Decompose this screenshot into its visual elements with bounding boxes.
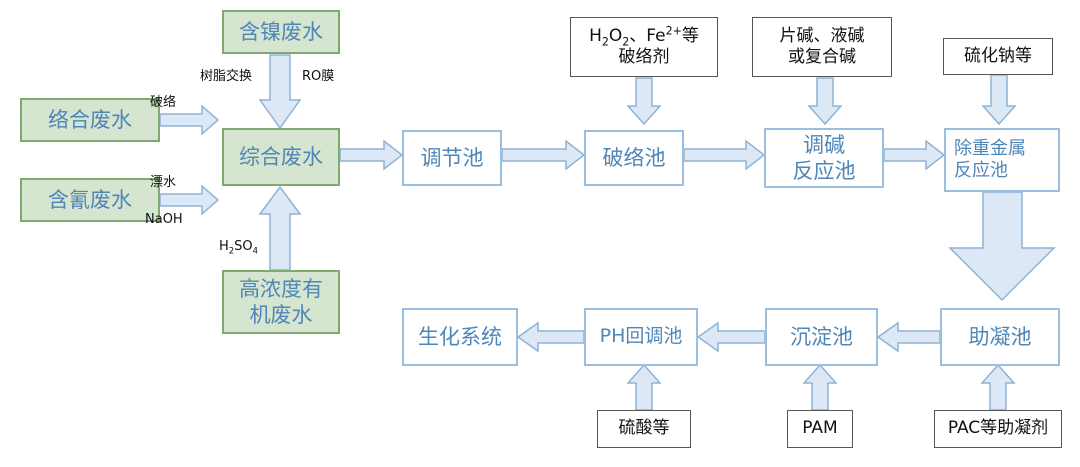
h2so4-label: H2SO4 bbox=[219, 239, 259, 256]
complex-wastewater-label: 络合废水 bbox=[48, 107, 132, 132]
pac-label: PAC等助凝剂 bbox=[947, 418, 1049, 439]
complex-break-label: 破络 bbox=[150, 95, 177, 110]
pam-label: PAM bbox=[802, 418, 838, 439]
arrow-break-agent-down bbox=[626, 77, 662, 126]
arrow-combined-to-regulation bbox=[339, 139, 404, 171]
alkali-reaction-tank-box: 调碱 反应池 bbox=[764, 128, 884, 188]
ph-adjust-tank-label: PH回调池 bbox=[599, 325, 683, 348]
nickel-wastewater-label: 含镍废水 bbox=[239, 19, 323, 44]
arrow-pac-up bbox=[980, 363, 1016, 411]
heavy-metal-line2: 反应池 bbox=[954, 160, 1008, 181]
arrow-cyanide-to-combined bbox=[159, 184, 220, 216]
resin-exchange-label: 树脂交换 bbox=[200, 69, 253, 84]
combined-wastewater-label: 综合废水 bbox=[239, 144, 323, 169]
arrow-complex-to-combined bbox=[159, 104, 220, 136]
arrow-acid-up bbox=[626, 363, 662, 411]
arrow-alkali-to-heavy bbox=[883, 139, 946, 171]
arrow-organic-to-combined bbox=[258, 185, 302, 271]
bleach-label: 漂水 bbox=[150, 175, 177, 190]
cyanide-wastewater-label: 含氰废水 bbox=[48, 187, 132, 212]
regulation-tank-box: 调节池 bbox=[402, 130, 502, 186]
pam-box: PAM bbox=[787, 410, 853, 448]
alkali-agent-line2: 或复合碱 bbox=[788, 47, 856, 67]
naoh-label: NaOH bbox=[145, 212, 183, 227]
arrow-regulation-to-break bbox=[501, 139, 586, 171]
break-agent-o-sub: 2 bbox=[622, 35, 630, 49]
break-agent-h-sub: 2 bbox=[601, 35, 609, 49]
h2so4-h: H bbox=[219, 239, 229, 254]
arrow-heavy-to-coag bbox=[948, 191, 1056, 302]
sediment-tank-label: 沉淀池 bbox=[790, 324, 853, 349]
h2so4-h-sub: 2 bbox=[228, 245, 235, 256]
organic-wastewater-line2: 机废水 bbox=[249, 303, 313, 327]
complex-wastewater-box: 络合废水 bbox=[20, 98, 160, 142]
arrow-pam-up bbox=[802, 363, 838, 411]
nickel-wastewater-box: 含镍废水 bbox=[222, 10, 340, 54]
sulfide-box: 硫化钠等 bbox=[943, 38, 1053, 75]
biochemical-system-box: 生化系统 bbox=[402, 308, 518, 366]
regulation-tank-label: 调节池 bbox=[420, 145, 484, 170]
arrow-sulfide-down bbox=[981, 74, 1017, 126]
coagulation-tank-label: 助凝池 bbox=[968, 324, 1032, 349]
sulfide-label: 硫化钠等 bbox=[964, 45, 1032, 66]
break-agent-h: H bbox=[589, 25, 602, 46]
break-agent-box: H2O2、Fe2+等 破络剂 bbox=[570, 17, 718, 77]
coagulation-tank-box: 助凝池 bbox=[940, 308, 1060, 366]
break-agent-tail: 等 bbox=[681, 25, 699, 46]
pac-box: PAC等助凝剂 bbox=[934, 410, 1062, 448]
arrow-sediment-to-ph bbox=[696, 321, 766, 353]
heavy-metal-tank-box: 除重金属 反应池 bbox=[944, 128, 1060, 192]
arrow-break-to-alkali bbox=[683, 139, 766, 171]
h2so4-so-sub: 4 bbox=[252, 245, 259, 256]
ph-adjust-tank-box: PH回调池 bbox=[584, 308, 698, 366]
break-agent-line2: 破络剂 bbox=[618, 47, 670, 67]
organic-wastewater-box: 高浓度有 机废水 bbox=[222, 270, 340, 334]
break-agent-fe-sup: 2+ bbox=[665, 24, 682, 38]
arrow-nickel-to-combined bbox=[258, 54, 302, 130]
sediment-tank-box: 沉淀池 bbox=[765, 308, 878, 366]
break-agent-o: O bbox=[608, 25, 623, 46]
combined-wastewater-box: 综合废水 bbox=[222, 128, 340, 186]
heavy-metal-line1: 除重金属 bbox=[954, 137, 1026, 159]
alkali-reaction-line1: 调碱 bbox=[803, 132, 845, 157]
complex-break-tank-box: 破络池 bbox=[584, 130, 684, 186]
arrow-coag-to-sediment bbox=[876, 321, 941, 353]
alkali-reaction-line2: 反应池 bbox=[792, 159, 856, 183]
alkali-agent-box: 片碱、液碱 或复合碱 bbox=[752, 17, 892, 77]
break-agent-line1: H2O2、Fe2+等 bbox=[589, 24, 699, 49]
organic-wastewater-line1: 高浓度有 bbox=[239, 276, 323, 301]
acid-label: 硫酸等 bbox=[618, 418, 670, 439]
h2so4-so: SO bbox=[234, 239, 253, 254]
acid-box: 硫酸等 bbox=[597, 410, 691, 448]
ro-membrane-label: RO膜 bbox=[302, 69, 335, 84]
break-agent-fe: 、Fe bbox=[629, 25, 666, 46]
alkali-agent-line1: 片碱、液碱 bbox=[779, 25, 865, 46]
biochemical-system-label: 生化系统 bbox=[418, 324, 502, 349]
cyanide-wastewater-box: 含氰废水 bbox=[20, 178, 160, 222]
arrow-ph-to-bio bbox=[516, 321, 585, 353]
arrow-alkali-agent-down bbox=[807, 77, 843, 126]
complex-break-tank-label: 破络池 bbox=[602, 145, 666, 170]
